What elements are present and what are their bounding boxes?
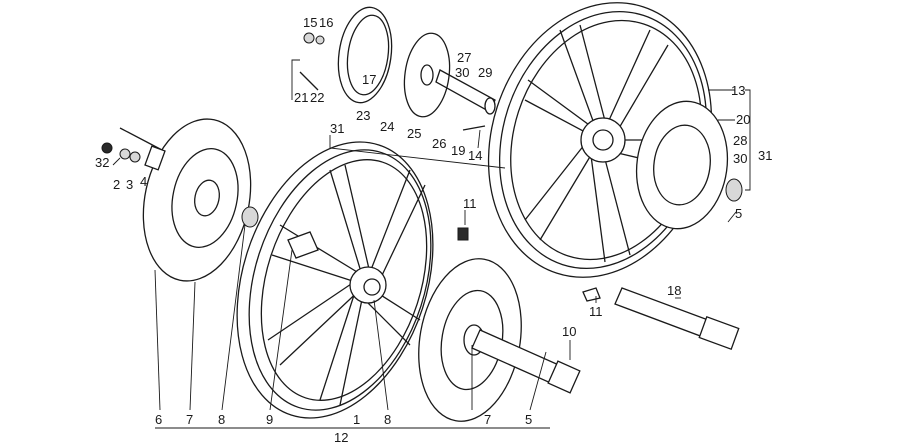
callout-18: 18	[667, 283, 681, 298]
rear-wheel	[487, 2, 713, 278]
callout-29: 29	[478, 65, 492, 80]
callout-16: 16	[319, 15, 333, 30]
callout-28: 28	[733, 133, 747, 148]
callout-15: 15	[303, 15, 317, 30]
callout-14: 14	[468, 148, 482, 163]
rear-axle	[614, 287, 740, 350]
callout-32: 32	[95, 155, 109, 170]
callout-22: 22	[310, 90, 324, 105]
callout-31-rear: 31	[758, 148, 772, 163]
callout-9: 9	[266, 412, 273, 427]
callout-5-front: 5	[525, 412, 532, 427]
callout-30: 30	[455, 65, 469, 80]
callout-12: 12	[334, 430, 348, 445]
callout-4: 4	[140, 174, 147, 189]
callout-7-right: 7	[484, 412, 491, 427]
callout-7-left: 7	[186, 412, 193, 427]
callout-2: 2	[113, 177, 120, 192]
callout-17: 17	[362, 72, 376, 87]
front-right-brake-disc	[418, 258, 522, 422]
callout-10: 10	[562, 324, 576, 339]
callout-19: 19	[451, 143, 465, 158]
callout-8-left: 8	[218, 412, 225, 427]
callout-30-rear: 30	[733, 151, 747, 166]
callout-6: 6	[155, 412, 162, 427]
front-axle-left-hardware	[101, 127, 166, 171]
callout-26: 26	[432, 136, 446, 151]
callout-31-front: 31	[330, 121, 344, 136]
rear-brake-disc	[635, 100, 743, 230]
callout-8-right: 8	[384, 412, 391, 427]
callout-numbers: 15 16 27 30 29 17 21 22 23 24 25 26 19 1…	[95, 15, 772, 445]
callout-23: 23	[356, 108, 370, 123]
front-axle	[471, 329, 581, 394]
callout-5-rear: 5	[735, 206, 742, 221]
callout-21: 21	[294, 90, 308, 105]
callout-1: 1	[353, 412, 360, 427]
callout-13: 13	[731, 83, 745, 98]
callout-3: 3	[126, 177, 133, 192]
front-left-brake-disc	[142, 118, 259, 282]
callout-27: 27	[457, 50, 471, 65]
callout-11-rear: 11	[589, 304, 603, 319]
leader-lines	[112, 59, 751, 429]
callout-11-front: 11	[463, 196, 477, 211]
callout-24: 24	[380, 119, 394, 134]
cush-drive-assembly	[299, 6, 496, 131]
callout-25: 25	[407, 126, 421, 141]
front-wheel	[236, 141, 434, 419]
callout-20: 20	[736, 112, 750, 127]
